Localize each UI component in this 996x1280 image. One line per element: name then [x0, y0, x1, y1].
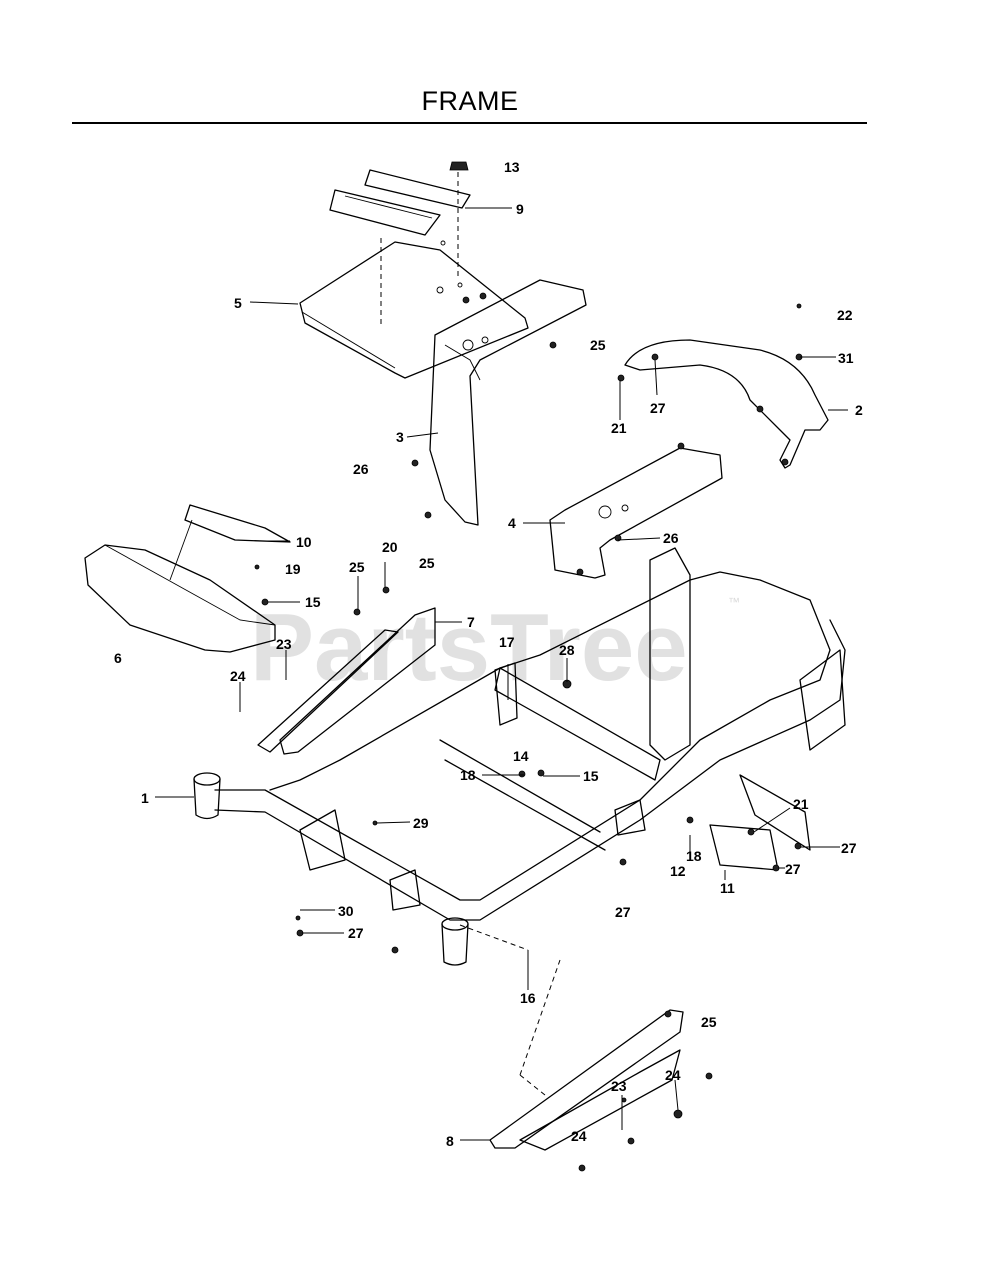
callout-16: 16	[520, 990, 536, 1006]
callout-10: 10	[296, 534, 312, 550]
callout-21b: 21	[793, 796, 809, 812]
callout-24a: 24	[230, 668, 246, 684]
title-rule	[72, 122, 867, 124]
callout-27a: 27	[650, 400, 666, 416]
callout-23b: 23	[611, 1078, 627, 1094]
callout-21a: 21	[611, 420, 627, 436]
part-7-side-plate	[257, 586, 436, 755]
callout-14: 14	[513, 748, 529, 764]
callout-31: 31	[838, 350, 854, 366]
callout-24c: 24	[571, 1128, 587, 1144]
callout-30: 30	[338, 903, 354, 919]
callouts: 1 2 3 4 5 6 7 8 9 10 11 12 13 14 15 15 1…	[114, 159, 863, 1149]
callout-9: 9	[516, 201, 524, 217]
part-3-console	[411, 279, 587, 526]
callout-27c: 27	[785, 861, 801, 877]
part-6-fender	[84, 519, 276, 653]
callout-25b: 25	[349, 559, 365, 575]
callout-13: 13	[504, 159, 520, 175]
callout-22: 22	[837, 307, 853, 323]
callout-17: 17	[499, 634, 515, 650]
part-2-rear-hoop	[617, 303, 829, 469]
leader-lines	[155, 207, 848, 1141]
callout-25a: 25	[590, 337, 606, 353]
callout-27d: 27	[615, 904, 631, 920]
callout-5: 5	[234, 295, 242, 311]
part-9-plates	[329, 169, 471, 236]
callout-29: 29	[413, 815, 429, 831]
callout-26b: 26	[663, 530, 679, 546]
watermark: PartsTree	[250, 594, 688, 701]
callout-28: 28	[559, 642, 575, 658]
callout-1: 1	[141, 790, 149, 806]
part-11-rear-guard	[709, 774, 811, 872]
callout-2: 2	[855, 402, 863, 418]
callout-20: 20	[382, 539, 398, 555]
part-4-console	[549, 442, 723, 579]
callout-15b: 15	[583, 768, 599, 784]
callout-11: 11	[720, 880, 735, 896]
part-10-shield	[184, 504, 291, 543]
callout-27e: 27	[348, 925, 364, 941]
part-8-lower-plate	[459, 924, 713, 1172]
callout-24b: 24	[665, 1067, 681, 1083]
callout-19: 19	[285, 561, 301, 577]
callout-12: 12	[670, 863, 686, 879]
callout-25d: 25	[701, 1014, 717, 1030]
callout-15a: 15	[305, 594, 321, 610]
callout-25c: 25	[419, 555, 435, 571]
callout-27b: 27	[841, 840, 857, 856]
part-13-knob	[449, 161, 469, 280]
callout-23a: 23	[276, 636, 292, 652]
watermark-tm: ™	[728, 595, 740, 609]
callout-18a: 18	[460, 767, 476, 783]
callout-26a: 26	[353, 461, 369, 477]
callout-3: 3	[396, 429, 404, 445]
callout-8: 8	[446, 1133, 454, 1149]
part-5-floor-pan	[299, 240, 529, 379]
callout-4: 4	[508, 515, 516, 531]
page-title: FRAME	[421, 86, 519, 116]
callout-6: 6	[114, 650, 122, 666]
callout-7: 7	[467, 614, 475, 630]
callout-18b: 18	[686, 848, 702, 864]
